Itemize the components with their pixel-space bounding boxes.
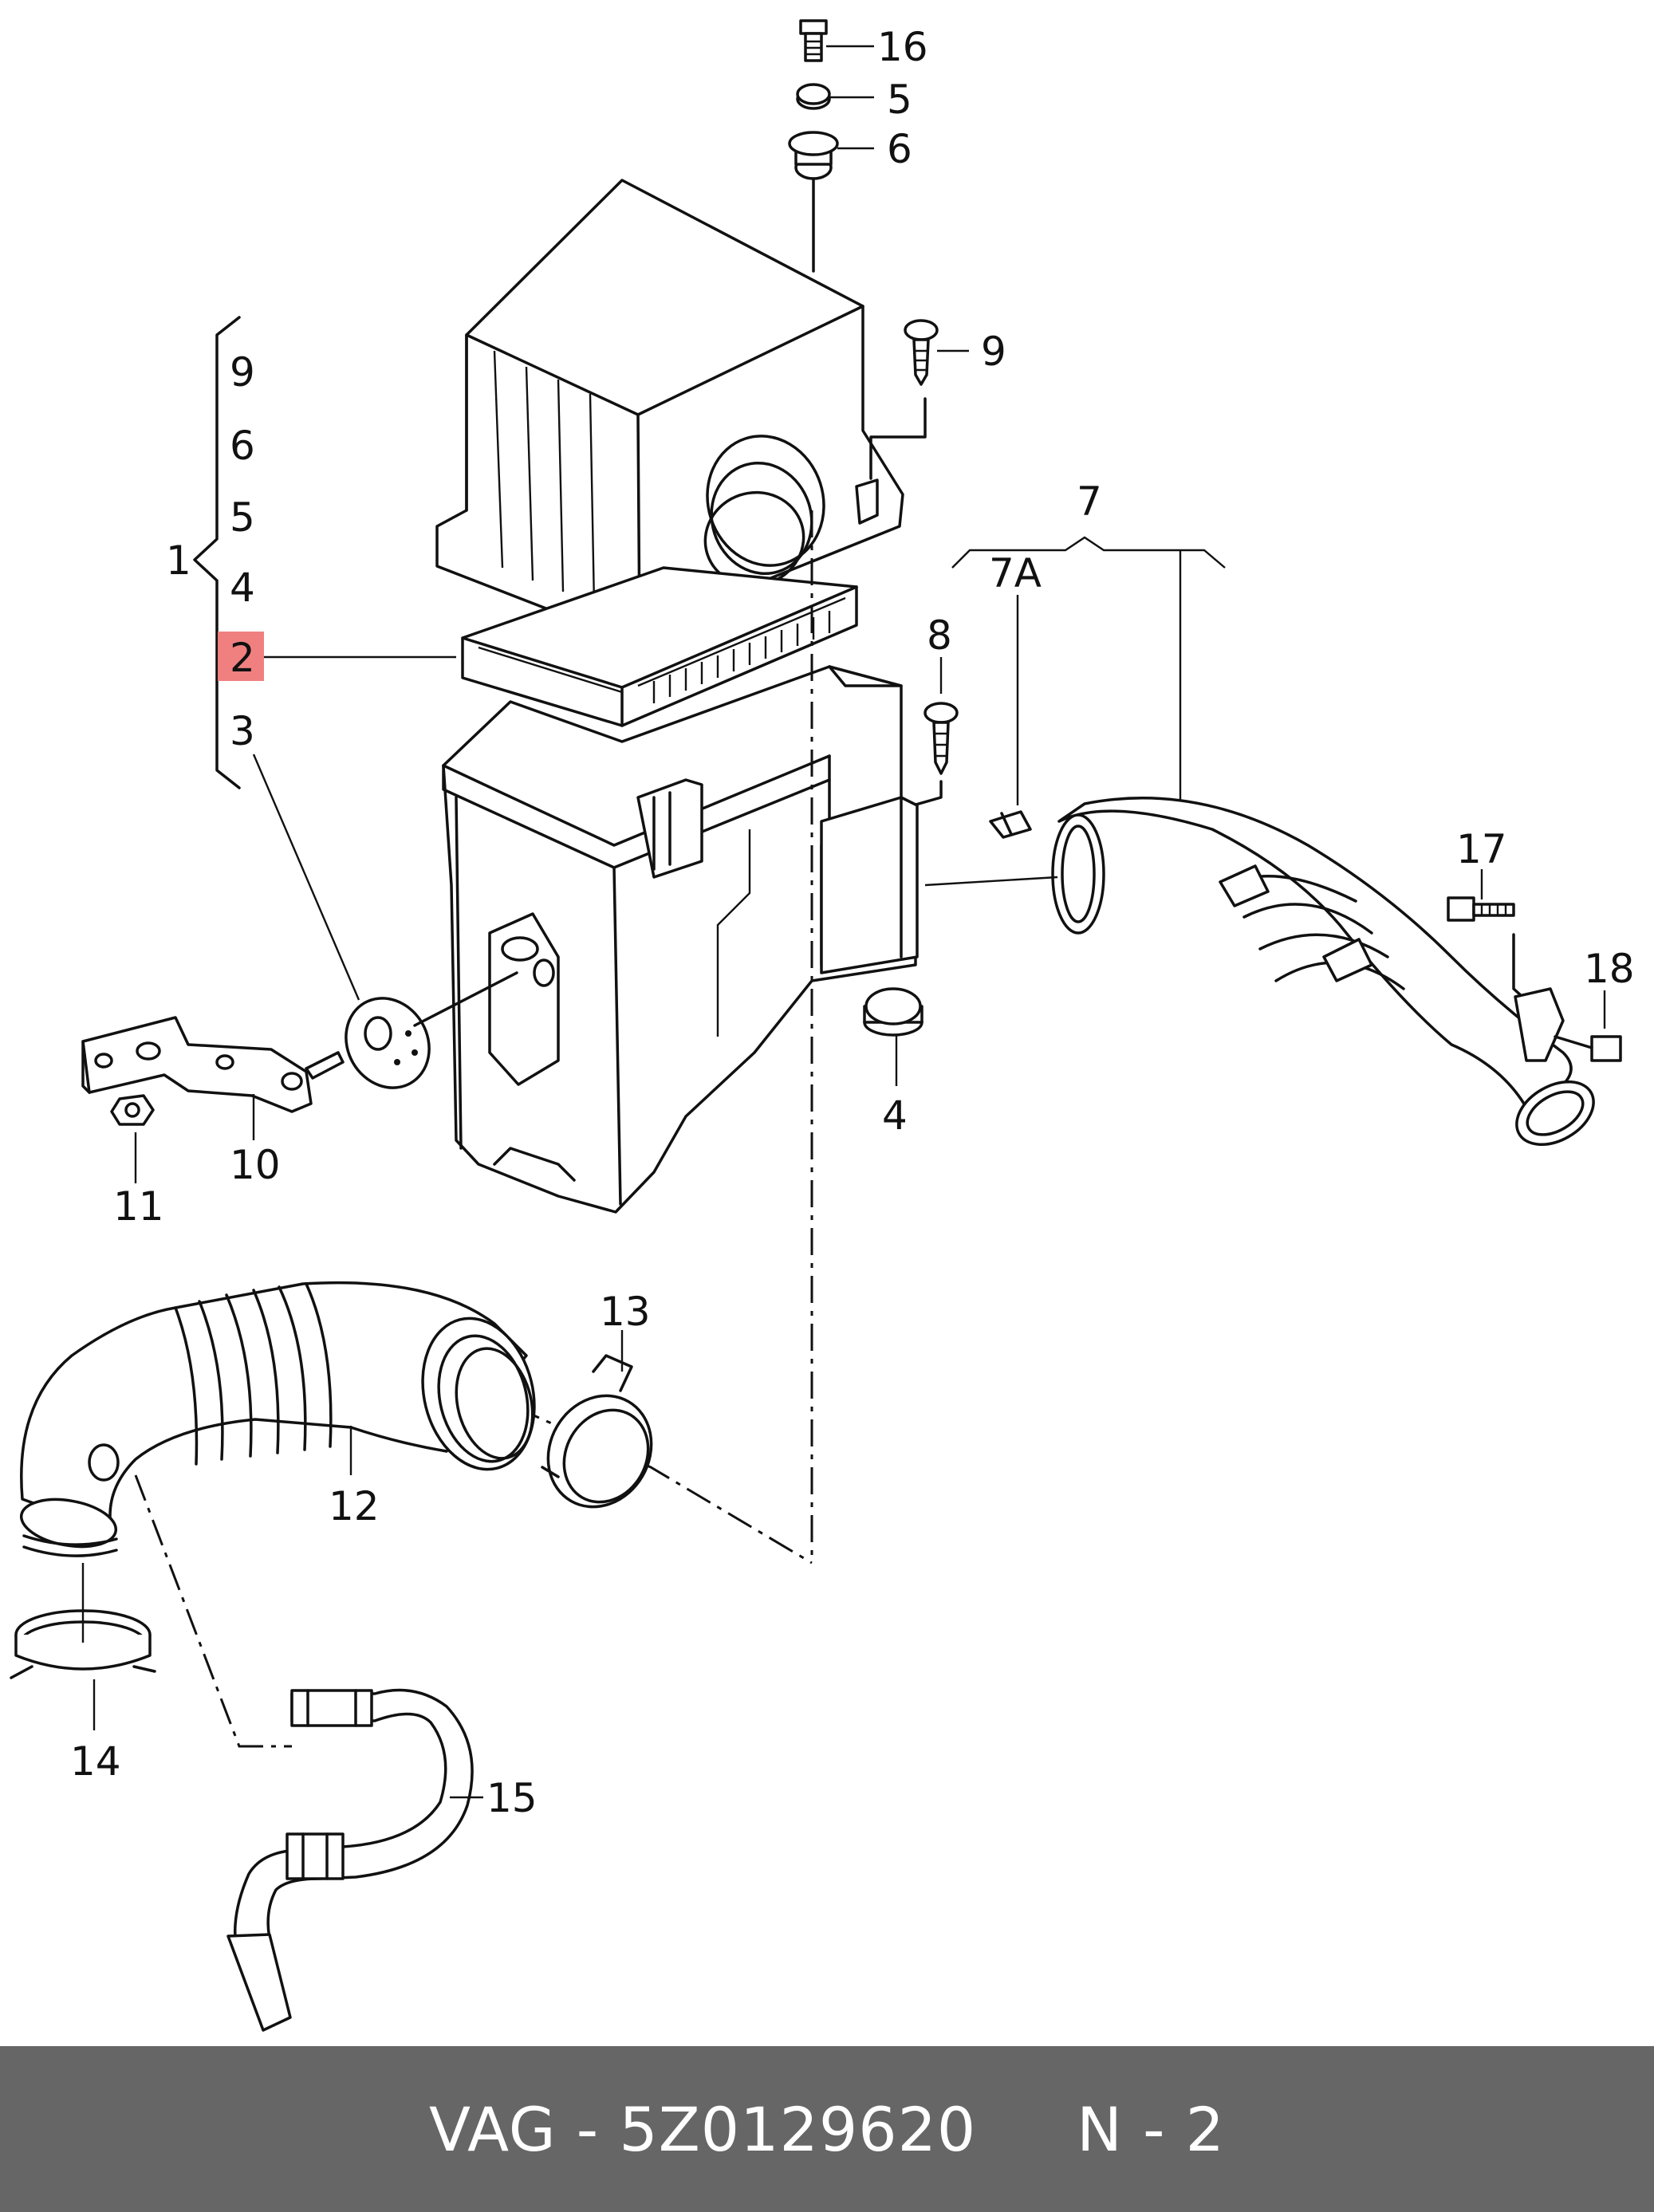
stack-label-9: 9 [230,349,255,396]
rubber-mount-3-icon [252,754,518,1089]
stack-label-3: 3 [230,708,255,754]
callout-16: 16 [877,24,928,70]
stack-label-5: 5 [230,494,255,541]
bolt-16-icon [799,19,874,62]
callout-13: 13 [600,1289,651,1335]
clip-7a-icon [989,595,1032,839]
hose-clamp-13-icon [541,1330,653,1509]
stack-label-6: 6 [230,423,255,469]
callout-9-right: 9 [981,329,1006,375]
stack-label-4: 4 [230,565,255,611]
hose-12 [19,1281,536,1557]
grommet-4-icon [863,987,923,1086]
screw-8-icon [884,657,959,815]
parts-diagram: 16 5 6 9 7 7A 8 17 18 4 1 9 6 5 4 2 3 10… [10,19,1635,2032]
stack-label-2: 2 [230,635,255,681]
callout-17: 17 [1456,826,1507,872]
callout-5-top: 5 [887,77,912,123]
breather-hose-15 [226,1688,483,2032]
filter-element-2 [461,566,858,727]
callout-15: 15 [486,1775,538,1821]
bolt-17-icon [1447,869,1533,1006]
hose-clamp-14-icon [10,1563,156,1730]
bracket-18-icon [1514,987,1622,1062]
air-filter-lower-housing [442,665,917,1214]
callout-12: 12 [329,1483,380,1529]
washer-5-icon [796,83,874,110]
highlight-2 [218,632,264,681]
bracket-10-icon [81,1016,345,1140]
assembly-line-breather [134,1474,292,1748]
footer-text: VAG - 5Z0129620 N - 2 [428,2093,1226,2165]
intake-duct-7 [924,536,1595,1147]
callout-1: 1 [166,537,191,584]
air-filter-lid [435,179,904,640]
callout-14: 14 [70,1738,121,1785]
callout-7a: 7A [989,550,1042,596]
callout-10: 10 [230,1142,281,1188]
callout-18: 18 [1584,946,1635,992]
grommet-6-icon [788,131,874,273]
nut-11-icon [110,1094,155,1183]
screw-9-icon [869,319,969,480]
group-bracket-1 [193,316,241,789]
part-number-footer: VAG - 5Z0129620 N - 2 [0,2046,1654,2212]
housing-outlet [820,796,919,974]
callout-11: 11 [113,1183,164,1230]
callout-8: 8 [927,612,952,659]
callout-7: 7 [1077,478,1102,525]
callout-4-bottom: 4 [882,1092,908,1139]
callout-6-top: 6 [887,126,912,172]
